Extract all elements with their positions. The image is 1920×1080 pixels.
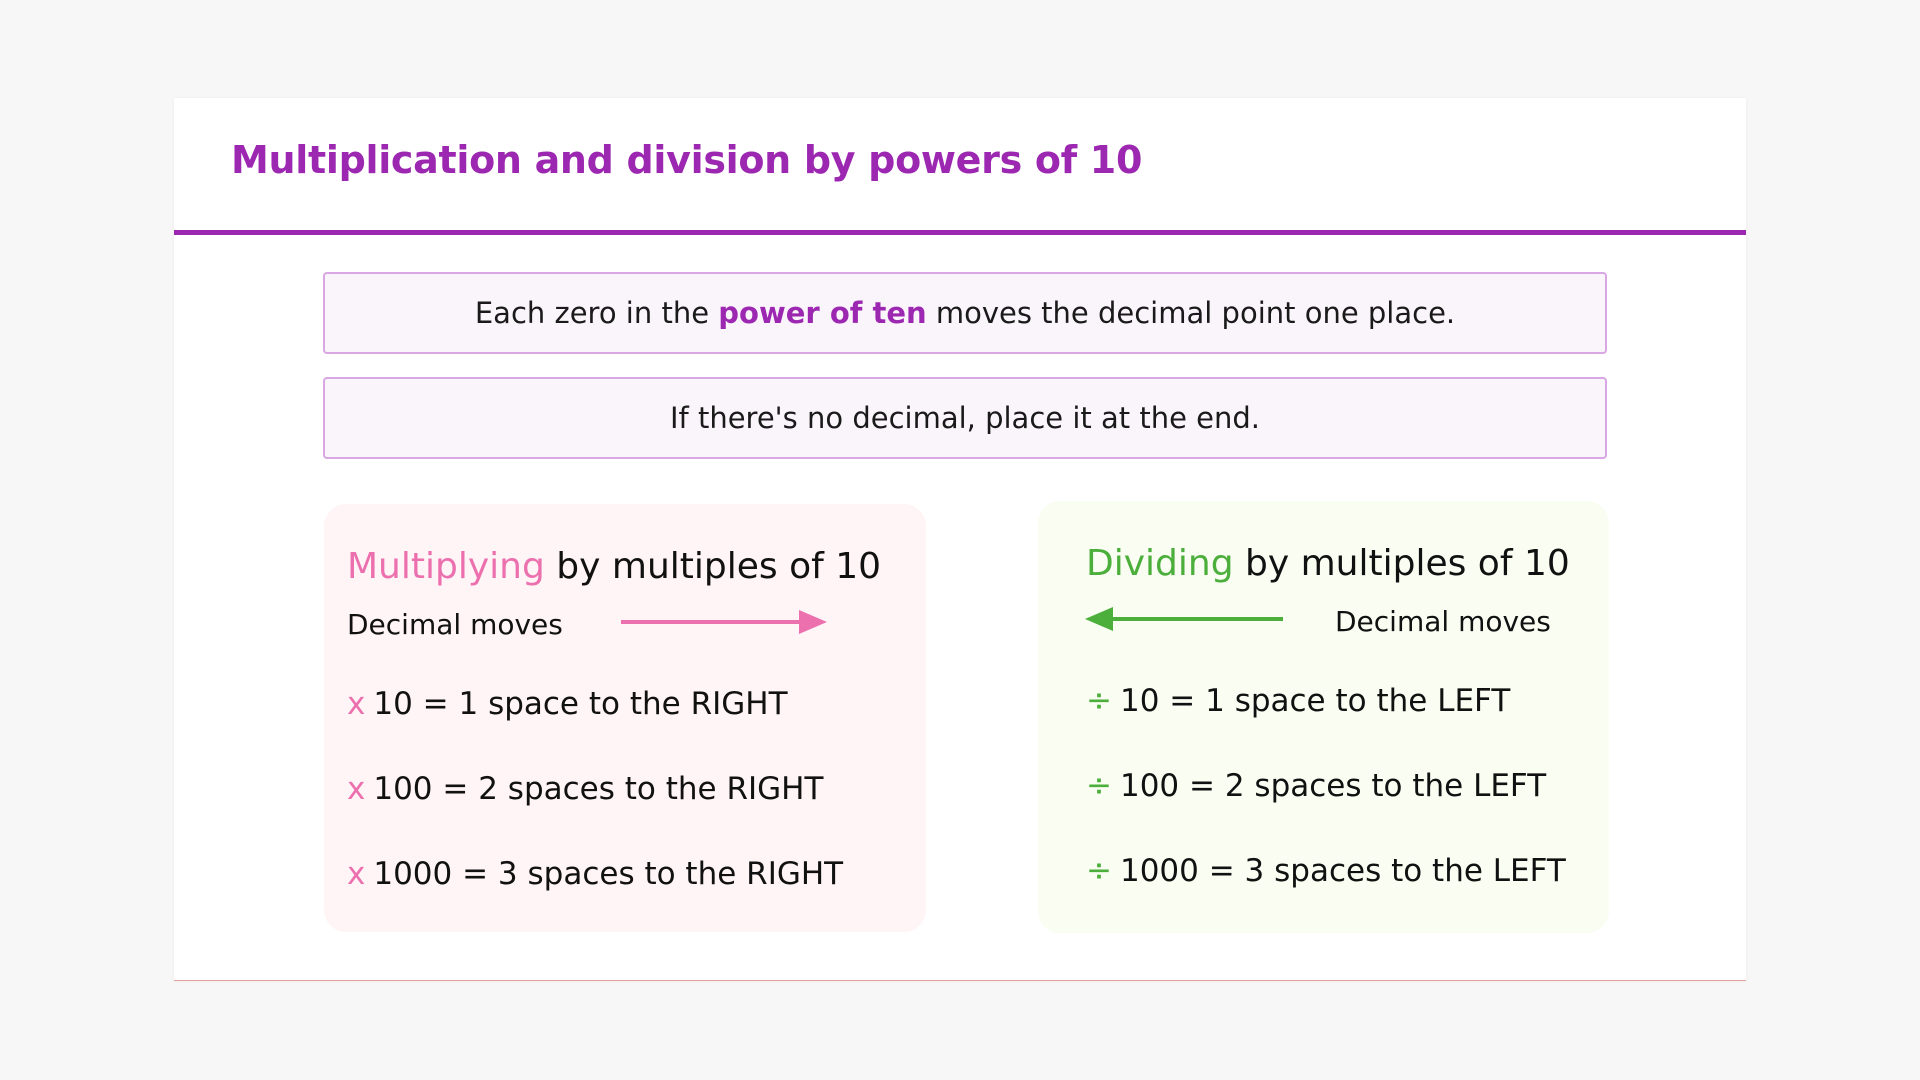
- divide-panel: Dividing by multiples of 10 Decimal move…: [1038, 501, 1609, 933]
- multiply-rule-text: 1000 = 3 spaces to the RIGHT: [373, 856, 844, 892]
- divide-operator: ÷: [1086, 853, 1112, 889]
- multiply-accent-word: Multiplying: [347, 546, 545, 587]
- divide-operator: ÷: [1086, 683, 1112, 719]
- multiply-heading: Multiplying by multiples of 10: [347, 546, 881, 587]
- slide: Multiplication and division by powers of…: [174, 98, 1746, 981]
- divide-rule-text: 100 = 2 spaces to the LEFT: [1119, 768, 1547, 804]
- divide-heading-rest: by multiples of 10: [1233, 543, 1570, 584]
- info-text-before: Each zero in the: [474, 296, 719, 330]
- info-box-power-of-ten: Each zero in the power of ten moves the …: [323, 272, 1607, 354]
- multiply-panel: Multiplying by multiples of 10 Decimal m…: [324, 504, 926, 932]
- arrow-left-icon: [1085, 607, 1283, 631]
- arrow-right-icon: [621, 610, 827, 634]
- multiply-decimal-label: Decimal moves: [347, 608, 563, 641]
- divide-rule: ÷10 = 1 space to the LEFT: [1086, 683, 1510, 719]
- divide-rule-text: 10 = 1 space to the LEFT: [1119, 683, 1511, 719]
- multiply-rule-text: 10 = 1 space to the RIGHT: [373, 686, 788, 722]
- divide-rule: ÷100 = 2 spaces to the LEFT: [1086, 768, 1546, 804]
- multiply-operator: x: [347, 856, 366, 892]
- divide-heading: Dividing by multiples of 10: [1086, 543, 1570, 584]
- multiply-heading-rest: by multiples of 10: [544, 546, 882, 587]
- multiply-operator: x: [347, 771, 366, 807]
- slide-title: Multiplication and division by powers of…: [231, 138, 1143, 182]
- info-text-no-decimal: If there's no decimal, place it at the e…: [669, 401, 1260, 435]
- multiply-operator: x: [347, 686, 366, 722]
- info-box-no-decimal: If there's no decimal, place it at the e…: [323, 377, 1607, 459]
- divide-rule: ÷1000 = 3 spaces to the LEFT: [1086, 853, 1566, 889]
- slide-header: Multiplication and division by powers of…: [174, 98, 1746, 235]
- divide-accent-word: Dividing: [1086, 543, 1234, 584]
- info-text-after: moves the decimal point one place.: [926, 296, 1456, 330]
- divide-decimal-label: Decimal moves: [1335, 605, 1551, 638]
- info-text-highlight: power of ten: [718, 296, 927, 330]
- multiply-rule-text: 100 = 2 spaces to the RIGHT: [373, 771, 824, 807]
- divide-rule-text: 1000 = 3 spaces to the LEFT: [1119, 853, 1566, 889]
- divide-operator: ÷: [1086, 768, 1112, 804]
